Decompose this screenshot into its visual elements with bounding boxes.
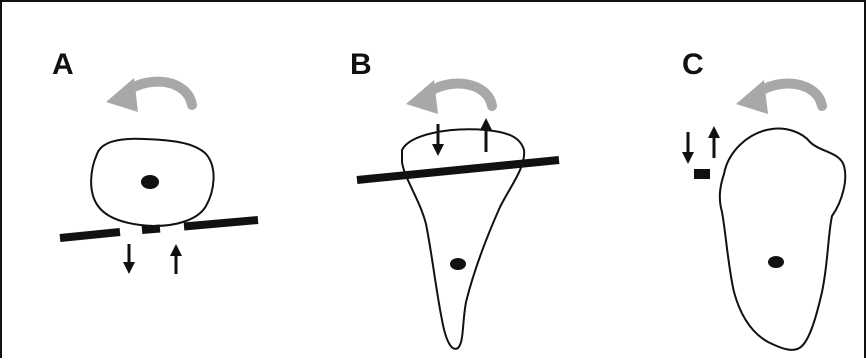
bone-cross-section-c [720, 129, 845, 350]
plate-line-b [357, 160, 559, 180]
centroid-dot-c [768, 256, 784, 268]
plate-segment-c [694, 169, 710, 179]
rotation-arrow-a-icon [106, 78, 192, 112]
plate-line-a [60, 220, 258, 238]
centroid-dot-a [141, 175, 159, 189]
rotation-arrow-b-icon [406, 80, 492, 114]
rotation-arrow-c-icon [736, 80, 822, 114]
panel-b [357, 80, 559, 349]
panel-a [60, 78, 258, 274]
panel-c [688, 80, 845, 350]
centroid-dot-b [450, 258, 466, 270]
